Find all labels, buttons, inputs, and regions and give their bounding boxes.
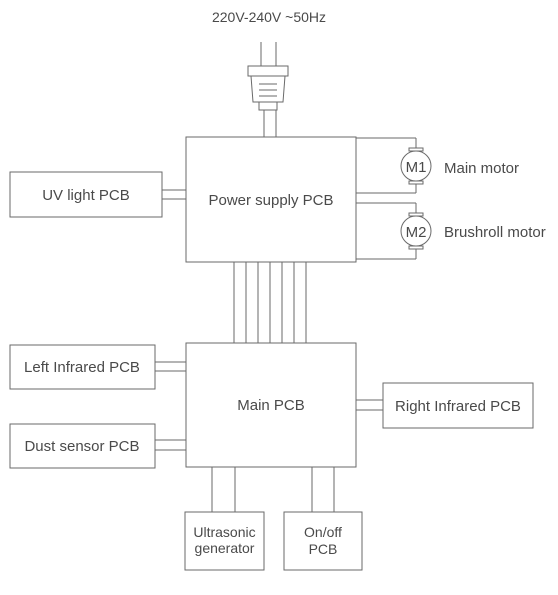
right-infrared-wires — [356, 399, 383, 411]
dust-sensor-wires — [155, 439, 186, 451]
main-pcb-box: Main PCB — [185, 342, 357, 468]
main-motor-label: Main motor — [444, 160, 519, 177]
power-supply-pcb-label: Power supply PCB — [208, 192, 333, 209]
on-off-pcb-box: On/off PCB — [283, 511, 363, 571]
main-pcb-label: Main PCB — [237, 397, 305, 414]
on-off-pcb-label-line2: PCB — [309, 541, 338, 557]
dust-sensor-pcb-box: Dust sensor PCB — [9, 423, 156, 469]
power-supply-pcb-box: Power supply PCB — [185, 136, 357, 263]
on-off-wires — [311, 467, 335, 512]
motor-wires — [356, 137, 417, 260]
main-motor-icon: M1 — [400, 147, 432, 185]
power-plug-icon — [247, 42, 289, 111]
ultrasonic-generator-label-line1: Ultrasonic — [193, 524, 255, 540]
left-infrared-pcb-box: Left Infrared PCB — [9, 344, 156, 390]
right-infrared-pcb-box: Right Infrared PCB — [382, 382, 534, 429]
right-infrared-pcb-label: Right Infrared PCB — [395, 398, 521, 415]
brushroll-motor-label: Brushroll motor — [444, 224, 546, 241]
ultrasonic-wires — [211, 467, 236, 512]
on-off-pcb-label-line1: On/off — [304, 524, 342, 540]
uv-light-pcb-label: UV light PCB — [42, 187, 130, 204]
power-cord — [263, 110, 277, 137]
left-infrared-wires — [155, 361, 186, 372]
brushroll-motor-icon: M2 — [400, 212, 432, 250]
power-to-main-bus — [233, 262, 307, 343]
ultrasonic-generator-box: Ultrasonic generator — [184, 511, 265, 571]
uv-light-pcb-box: UV light PCB — [9, 171, 163, 218]
brushroll-motor-symbol: M2 — [406, 224, 427, 241]
power-source-label: 220V-240V ~50Hz — [212, 9, 326, 25]
uv-light-wires — [162, 189, 186, 200]
main-motor-symbol: M1 — [406, 159, 427, 176]
left-infrared-pcb-label: Left Infrared PCB — [24, 359, 140, 376]
dust-sensor-pcb-label: Dust sensor PCB — [24, 438, 139, 455]
ultrasonic-generator-label-line2: generator — [195, 540, 255, 556]
